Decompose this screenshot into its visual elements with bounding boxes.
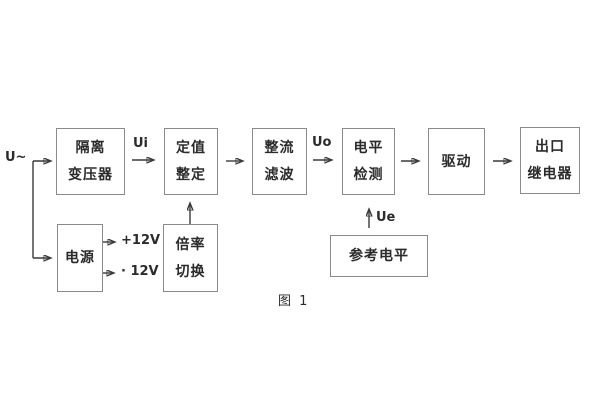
block-label: 定值 [176, 140, 206, 156]
block-power-supply: 电源 [57, 224, 103, 292]
block-output-relay: 出口 继电器 [520, 127, 580, 194]
signal-label-ue: Ue [376, 210, 396, 225]
block-label: 参考电平 [349, 248, 409, 264]
block-label: 出口 [535, 139, 565, 155]
block-drive: 驱动 [428, 128, 485, 195]
block-label: 驱动 [441, 153, 472, 170]
block-label: 隔离 [75, 140, 106, 156]
block-label: 电平 [353, 140, 384, 156]
block-setting-adjustment: 定值 整定 [164, 128, 218, 195]
signal-label-ui: Ui [133, 136, 149, 151]
block-label: 倍率 [175, 236, 206, 253]
block-isolation-transformer: 隔离 变压器 [56, 128, 125, 195]
block-level-detection: 电平 检测 [342, 128, 395, 195]
block-reference-level: 参考电平 [330, 235, 428, 277]
block-label: 滤波 [264, 167, 295, 183]
block-label: 整定 [176, 167, 206, 183]
signal-label-plus-12v: +12V [121, 233, 161, 248]
block-rectifier-filter: 整流 滤波 [252, 128, 307, 195]
block-label: 切换 [175, 263, 206, 280]
block-label: 继电器 [527, 166, 573, 182]
figure-caption: 图 1 [278, 294, 310, 309]
signal-label-minus-12v: · 12V [121, 264, 159, 279]
signal-label-uo: Uo [312, 135, 332, 150]
block-label: 变压器 [68, 167, 113, 183]
block-label: 整流 [264, 140, 295, 156]
block-ratio-switch: 倍率 切换 [163, 224, 218, 292]
block-label: 检测 [353, 167, 384, 183]
signal-label-input-voltage: U~ [5, 150, 27, 165]
block-label: 电源 [65, 250, 95, 266]
